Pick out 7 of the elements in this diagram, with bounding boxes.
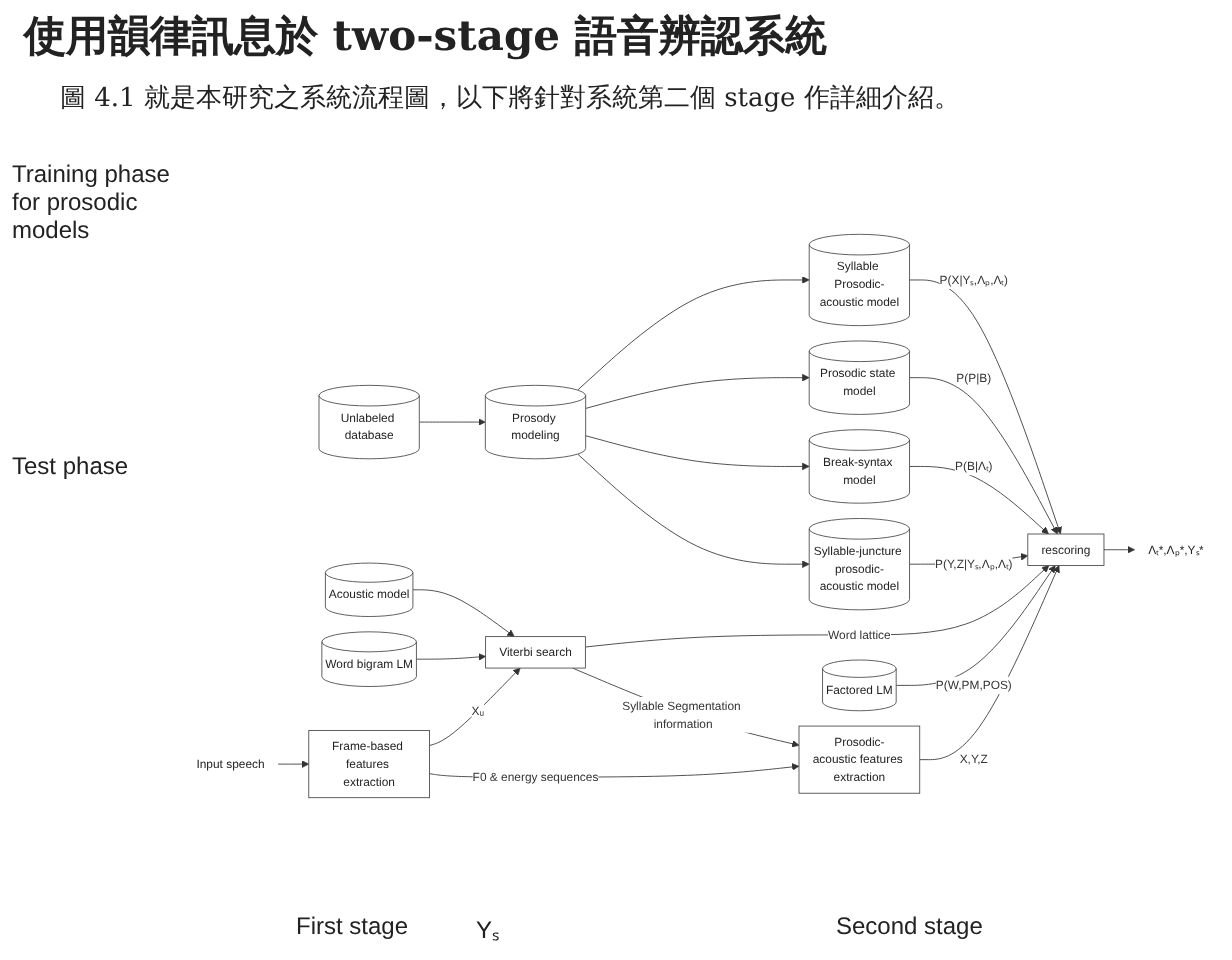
body-text: 圖 4.1 就是本研究之系統流程圖，以下將針對系統第二個 stage 作詳細介紹。 xyxy=(60,82,960,116)
phase-label: Test phase xyxy=(12,452,131,480)
phase-label: Training phase for prosodic models xyxy=(12,160,172,244)
stage-label: Second stage xyxy=(836,912,983,940)
section-heading: 使用韻律訊息於 two-stage 語音辨認系統 xyxy=(24,8,827,64)
stage-label: First stage xyxy=(296,912,409,940)
signal-label: Υₛ xyxy=(476,914,501,946)
